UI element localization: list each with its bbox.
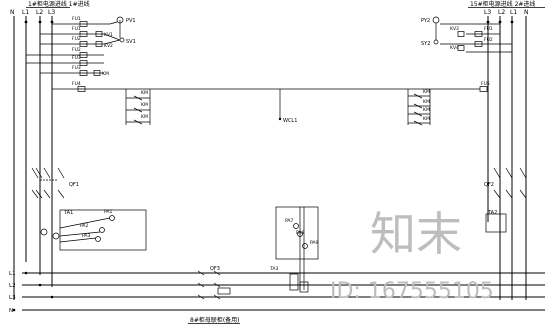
pv-label: PV1 (126, 18, 136, 24)
selector-switch-icon (119, 37, 125, 43)
fuse-symbol (79, 60, 88, 66)
fuse-symbol (79, 70, 88, 76)
relay-coil (457, 31, 465, 37)
watermark: 知末 ID: 167555105 (330, 207, 494, 304)
fuse-label: FU2 (484, 37, 493, 43)
contact-label: KM (423, 107, 430, 113)
ta-label: TA2 (487, 210, 497, 216)
left-metering: TA1 PA1 PA2 PA3 (40, 209, 147, 251)
ammeter-label: PA9 (310, 240, 319, 246)
ammeter-icon (297, 231, 303, 237)
sv-label: SY2 (421, 41, 430, 47)
bustie-breaker-qf3: QF3 (197, 266, 231, 300)
ammeter-icon (109, 215, 115, 221)
fuse-label: FU1 (72, 16, 81, 22)
right-control-branch: FU1 FU2 PY2 SY2 KV3 KV4 FU5 KM KM KM KM (407, 16, 512, 126)
title-left: 1#柜电源进线 1#进线 (28, 0, 90, 8)
fuse-symbol (474, 31, 483, 37)
relay-label: KV3 (450, 26, 459, 32)
ta-label: TA1 (63, 210, 73, 216)
wcl-label: WCL1 (283, 118, 297, 124)
contact-label: KM (141, 114, 148, 120)
fuse-label: FU4 (72, 81, 81, 87)
fuse-label: FU3 (72, 65, 81, 71)
fuse-label: FU1 (72, 26, 81, 32)
fuse-symbol (79, 52, 88, 58)
relay-coil (95, 41, 103, 47)
phase-label: L1 (510, 9, 517, 16)
ammeter-icon (293, 223, 299, 229)
breaker-label: QF2 (484, 182, 494, 188)
relay-coil (93, 70, 101, 76)
relay-label: KM (102, 71, 109, 77)
fuse-symbol (79, 31, 88, 37)
fuse-label: FU2 (72, 36, 81, 42)
phase-labels-left: N L1 L2 L3 (10, 9, 55, 16)
title-bottom: 8#柜母联柜(备用) (190, 316, 240, 324)
phase-label: L3 (48, 9, 55, 16)
ammeter-icon (302, 243, 308, 249)
ammeter-label: PA3 (82, 233, 91, 239)
contact-label: KM (141, 90, 148, 96)
relay-coil (457, 45, 465, 51)
center-metering: PA7 PA8 PA9 TA3 (269, 206, 319, 293)
bus-label: L2 (9, 283, 16, 289)
phase-label: N (524, 9, 529, 16)
watermark-logo: 知末 (370, 207, 462, 261)
relay-label: KV1 (104, 32, 113, 38)
ammeter-label: PA1 (104, 209, 113, 215)
ammeter-icon (99, 227, 105, 233)
fuse-label: FU1 (484, 26, 493, 32)
ammeter-label: PA2 (80, 223, 89, 229)
selector-switch-icon (433, 39, 439, 45)
left-feeder-conductors (13, 16, 54, 300)
pv-label: PY2 (421, 18, 430, 24)
phase-label: L1 (22, 9, 29, 16)
left-control-branch: FU1 FU1 FU2 FU2 FU3 FU3 FU4 PV1 SV1 KV1 (26, 16, 480, 125)
contact-label: KM (423, 99, 430, 105)
wcl-branch: WCL1 (278, 89, 297, 124)
ammeter-icon (95, 236, 101, 242)
fuse-label: FU3 (72, 55, 81, 61)
ammeter-label: PA7 (285, 218, 294, 224)
bus-label: N (9, 308, 13, 314)
sv-label: SV1 (126, 39, 136, 45)
fuse-symbol (479, 86, 488, 92)
relay-label: KV4 (450, 45, 459, 51)
breaker-label: QF3 (210, 266, 220, 272)
phase-label: L2 (36, 9, 43, 16)
phase-label: L2 (498, 9, 505, 16)
contact-label: KM (423, 116, 430, 122)
fuse-symbol (79, 41, 88, 47)
bus-label: L3 (9, 295, 16, 301)
contact-label: KM (423, 89, 430, 95)
ammeter-label: PA8 (296, 230, 305, 236)
fu5-label: FU5 (481, 81, 490, 87)
right-metering: TA2 (485, 210, 507, 233)
breaker-label: QF1 (69, 182, 79, 188)
right-breaker-qf2: QF2 (484, 167, 527, 199)
bus-label: L1 (9, 271, 16, 277)
relay-coil (95, 31, 103, 37)
fuse-symbol (77, 86, 86, 92)
watermark-id: ID: 167555105 (330, 279, 494, 304)
contact-label: KM (141, 102, 148, 108)
voltmeter-icon (432, 16, 440, 24)
phase-labels-right: L3 L2 L1 N (484, 9, 529, 16)
left-breaker-qf1: QF1 (31, 167, 79, 199)
title-right: 15#柜电源进线 2#进线 (470, 0, 535, 8)
fuse-label: FU2 (72, 47, 81, 53)
fuse-symbol (79, 21, 88, 27)
right-feeder-conductors (486, 16, 527, 300)
ta-label: TA3 (269, 266, 278, 272)
phase-label: N (10, 9, 15, 16)
main-busbars: L1 L2 L3 N (9, 271, 545, 314)
fuse-symbol (474, 41, 483, 47)
relay-label: KV2 (104, 43, 113, 49)
phase-label: L3 (484, 9, 491, 16)
